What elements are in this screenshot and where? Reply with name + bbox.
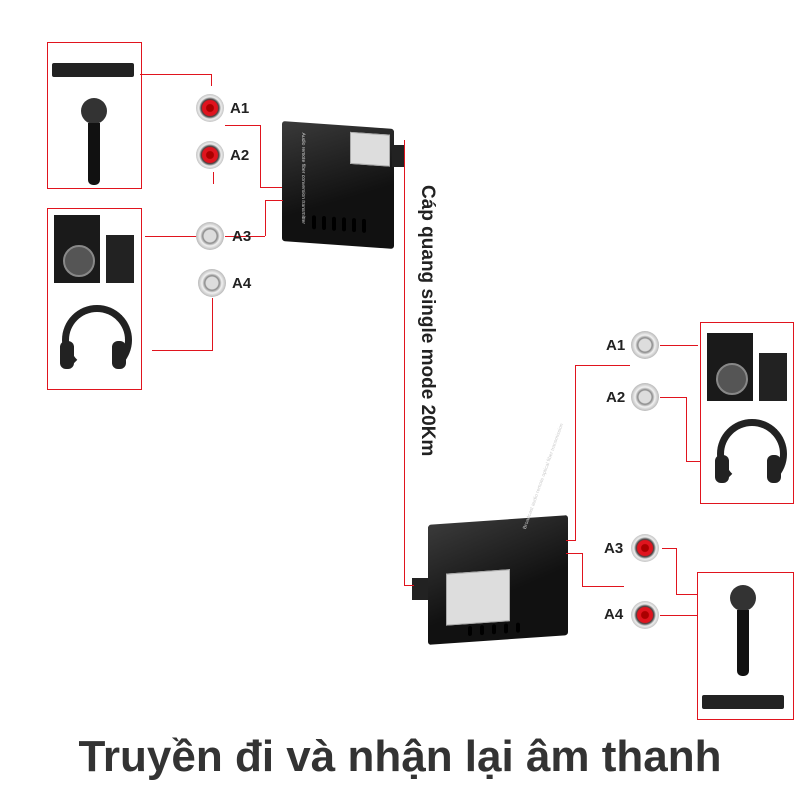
jack-label: A1 <box>230 100 250 117</box>
jack-label: A2 <box>606 389 626 406</box>
jack-a1-output <box>631 331 659 359</box>
headphones-icon <box>62 305 132 375</box>
output-box-right <box>700 322 794 504</box>
jack-label: A4 <box>232 275 252 292</box>
jack-label: A2 <box>230 147 250 164</box>
output-box-left <box>47 208 142 390</box>
jack-label: A4 <box>604 606 624 623</box>
jack-a4-output <box>198 269 226 297</box>
jack-a2-output <box>631 383 659 411</box>
jack-label: A3 <box>604 540 624 557</box>
jack-a2-input <box>196 141 224 169</box>
device-label: Audio remote fiber conversion transmitte… <box>300 132 306 225</box>
receiver-device: Broadcast audio remote optical fiber tra… <box>428 423 568 645</box>
fiber-port-icon <box>412 578 428 600</box>
jack-a3-input <box>631 534 659 562</box>
jack-a4-input <box>631 601 659 629</box>
source-box-right <box>697 572 794 720</box>
microphone-icon <box>730 585 756 611</box>
jack-a3-output <box>196 222 224 250</box>
jack-label: A1 <box>606 337 626 354</box>
source-box-left <box>47 42 142 189</box>
cable-label: Cáp quang single mode 20Km <box>417 185 438 457</box>
jack-label: A3 <box>232 228 252 245</box>
speaker-icon <box>707 333 753 401</box>
headphones-icon <box>717 419 787 489</box>
microphone-icon <box>81 98 107 124</box>
dvd-player-icon <box>52 63 134 77</box>
speaker-icon <box>54 215 100 283</box>
jack-a1-input <box>196 94 224 122</box>
dvd-player-icon <box>702 695 784 709</box>
fiber-port-icon <box>392 145 404 167</box>
transmitter-device: Audio remote fiber conversion transmitte… <box>282 121 394 249</box>
page-title: Truyền đi và nhận lại âm thanh <box>78 732 722 781</box>
device-label: Broadcast audio remote optical fiber tra… <box>522 422 566 530</box>
